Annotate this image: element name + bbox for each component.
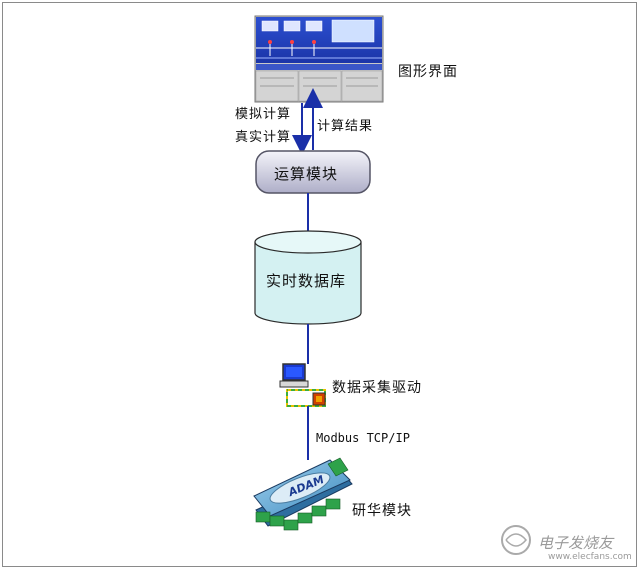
protocol-label: Modbus TCP/IP — [316, 431, 410, 445]
computer-icon — [279, 363, 326, 407]
device-module-label: 研华模块 — [352, 503, 412, 519]
acq-driver-label: 数据采集驱动 — [332, 380, 422, 396]
calc-result-label: 计算结果 — [317, 119, 374, 134]
sim-calc-label: 模拟计算 — [235, 107, 292, 122]
adam-device-image: ADAM — [253, 457, 353, 531]
watermark-text: 电子发烧友 — [538, 534, 614, 552]
gui-label: 图形界面 — [398, 64, 458, 80]
compute-module-box — [255, 150, 371, 194]
realtime-db-label: 实时数据库 — [266, 272, 347, 290]
database-cylinder — [254, 230, 362, 325]
watermark-site: www.elecfans.com — [548, 552, 632, 562]
watermark-logo-icon — [501, 525, 531, 555]
real-calc-label: 真实计算 — [235, 130, 292, 145]
compute-module-label: 运算模块 — [274, 165, 339, 183]
gui-screen-thumbnail — [254, 15, 384, 103]
